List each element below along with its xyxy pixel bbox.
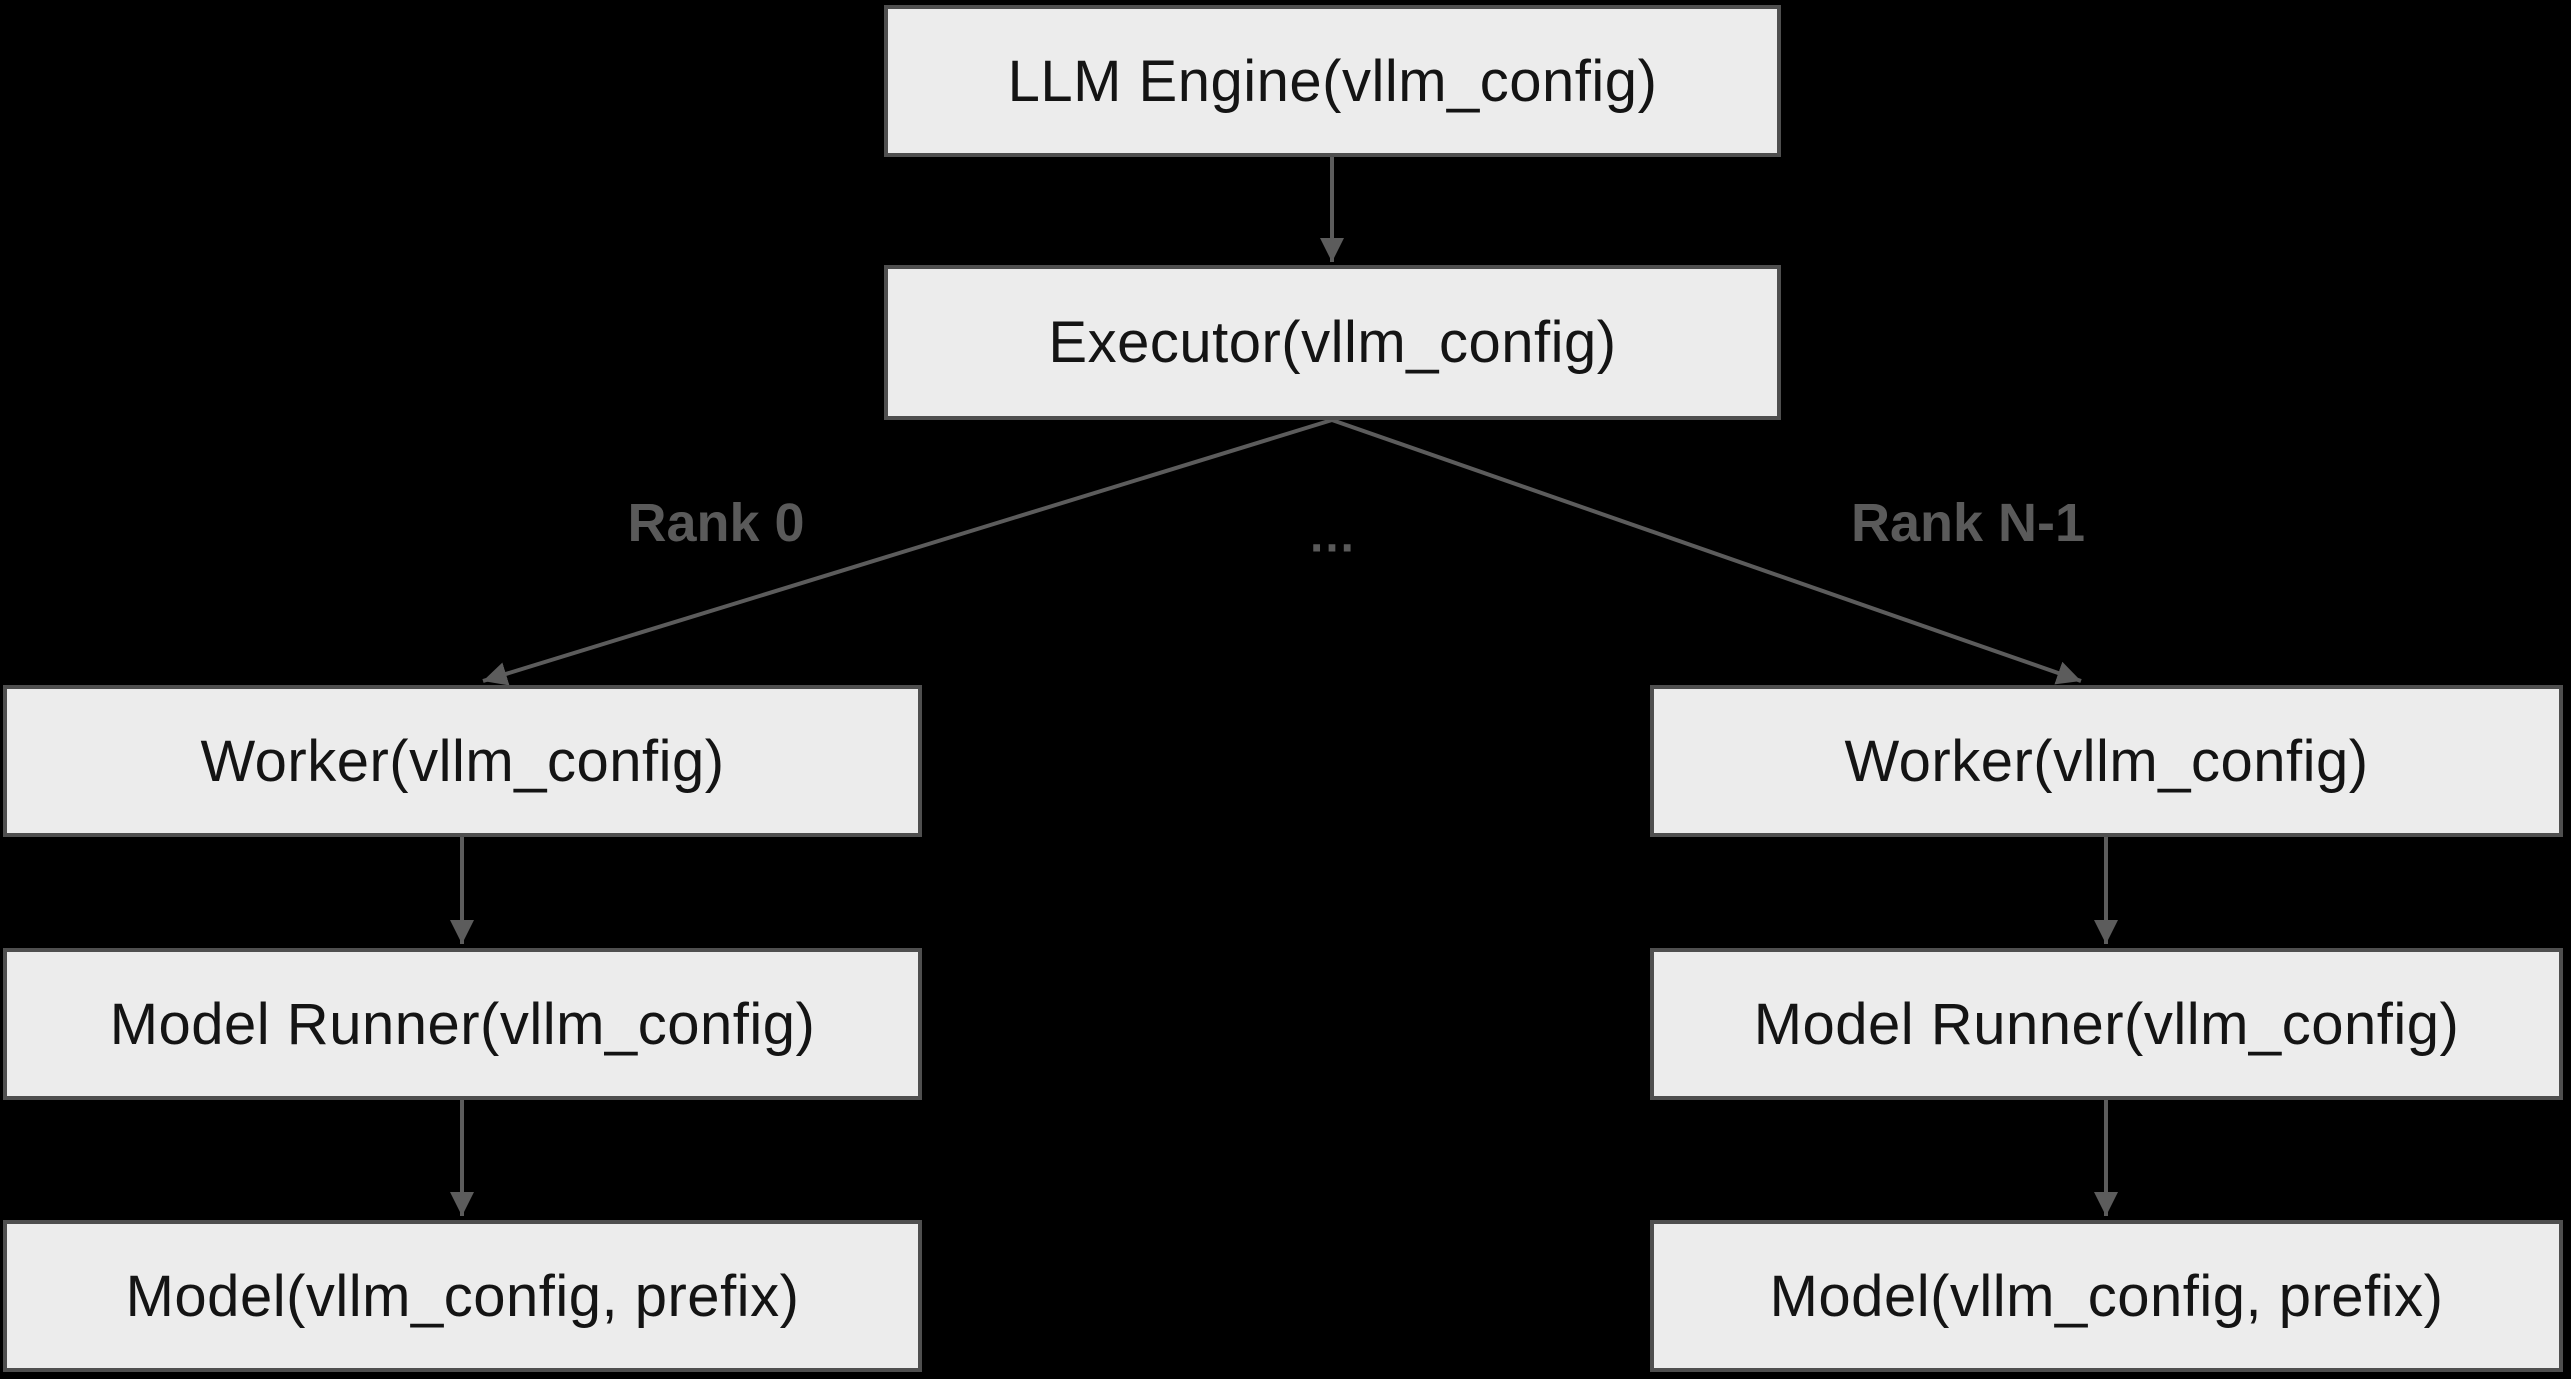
edge-label-rank-0: Rank 0 <box>627 493 805 553</box>
edge-label-ellipsis: … <box>1308 509 1356 563</box>
node-model-rank0: Model(vllm_config, prefix) <box>3 1220 922 1372</box>
node-worker-rankn: Worker(vllm_config) <box>1650 685 2563 837</box>
node-model-runner-rankn: Model Runner(vllm_config) <box>1650 948 2563 1100</box>
node-executor: Executor(vllm_config) <box>884 265 1781 420</box>
node-llm-engine: LLM Engine(vllm_config) <box>884 5 1781 157</box>
edge-label-rank-n-1: Rank N-1 <box>1850 493 2086 553</box>
edge-executor-to-worker-0 <box>482 418 1333 686</box>
node-worker-rank0: Worker(vllm_config) <box>3 685 922 837</box>
node-model-runner-rank0: Model Runner(vllm_config) <box>3 948 922 1100</box>
node-model-rankn: Model(vllm_config, prefix) <box>1650 1220 2563 1372</box>
edge-executor-to-worker-n <box>1331 418 2082 685</box>
